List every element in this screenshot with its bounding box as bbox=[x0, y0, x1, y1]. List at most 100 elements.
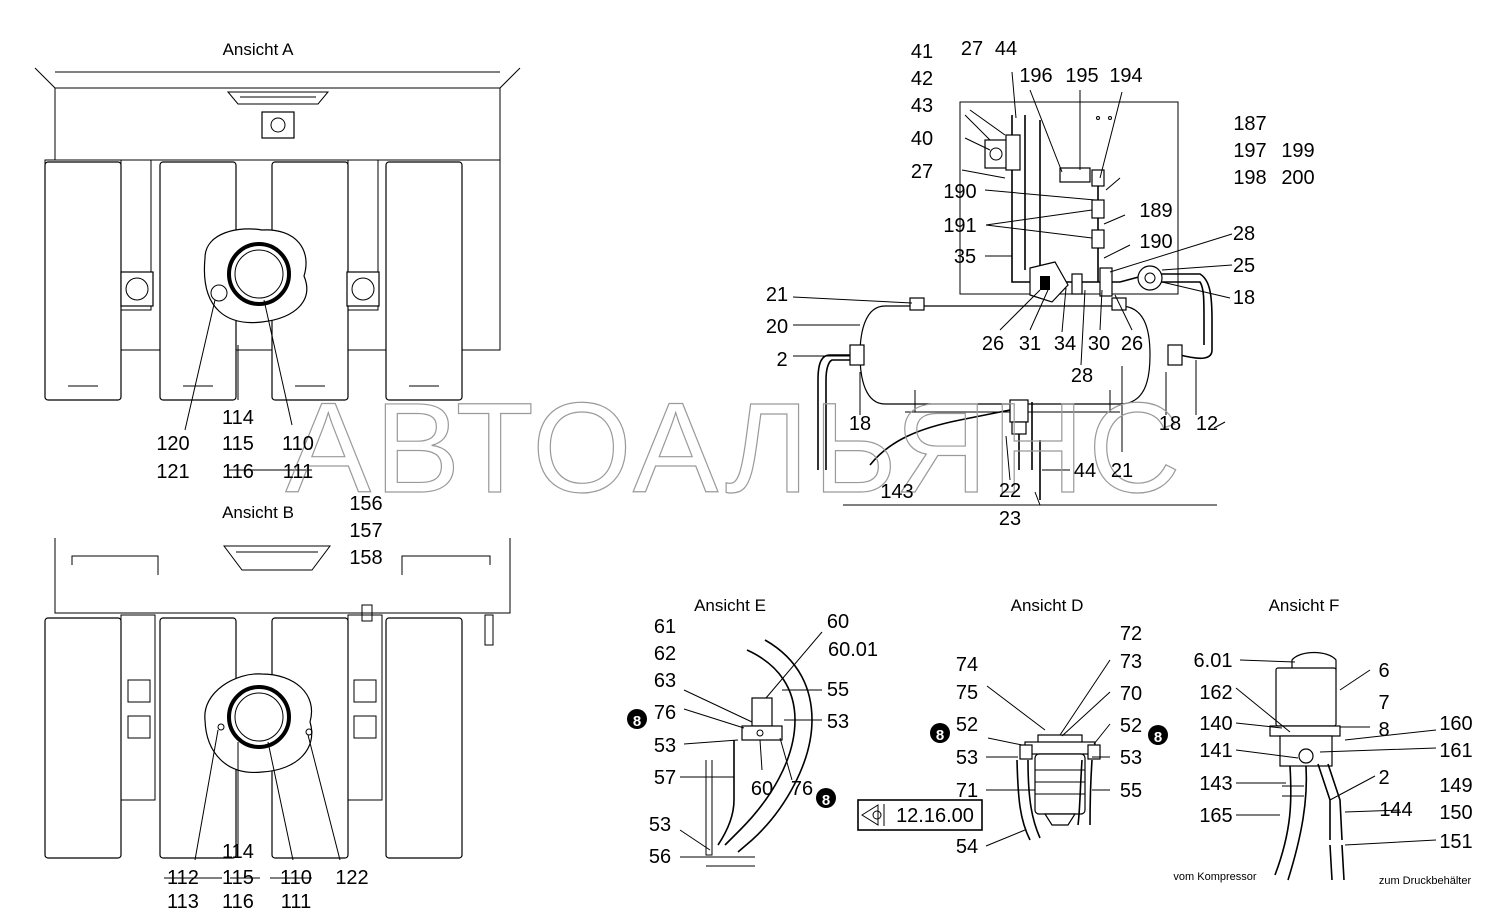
part-number-label: 197 bbox=[1233, 140, 1266, 162]
marker-d-left-text: 8 bbox=[936, 727, 944, 744]
part-number-label: 62 bbox=[654, 643, 676, 665]
part-number-label: 158 bbox=[349, 547, 382, 569]
part-number-label: 7 bbox=[1378, 692, 1389, 714]
part-number-label: 26 bbox=[1121, 333, 1143, 355]
part-number-label: 60 bbox=[827, 611, 849, 633]
part-number-label: 143 bbox=[1199, 773, 1232, 795]
part-number-label: 22 bbox=[999, 480, 1021, 502]
part-number-label: 42 bbox=[911, 68, 933, 90]
part-number-label: 196 bbox=[1019, 65, 1052, 87]
part-number-label: 75 bbox=[956, 682, 978, 704]
view-a-drawing: Ansicht A bbox=[34, 40, 521, 471]
part-number-label: 2 bbox=[776, 349, 787, 371]
part-number-label: 21 bbox=[766, 284, 788, 306]
part-number-label: 73 bbox=[1120, 651, 1142, 673]
labels-view-a: 120 121 114 115 116 110 111 bbox=[156, 407, 314, 483]
part-number-label: 41 bbox=[911, 41, 933, 63]
part-number-label: 27 bbox=[961, 38, 983, 60]
part-number-label: 144 bbox=[1379, 799, 1412, 821]
part-number-label: 70 bbox=[1120, 683, 1142, 705]
part-number-label: 111 bbox=[283, 461, 313, 483]
part-number-label: 120 bbox=[156, 433, 189, 455]
part-number-label: 18 bbox=[1159, 413, 1181, 435]
part-number-label: 28 bbox=[1071, 365, 1093, 387]
view-d-title: Ansicht D bbox=[1011, 596, 1084, 615]
part-number-label: 53 bbox=[827, 711, 849, 733]
note-to-tank: zum Druckbehälter bbox=[1379, 875, 1472, 887]
main-assembly-drawing bbox=[817, 101, 1217, 506]
part-number-label: 189 bbox=[1139, 200, 1172, 222]
labels-view-f: 6.01 162 140 141 143 165 6 7 8 160 161 2… bbox=[1194, 650, 1473, 853]
part-number-label: 161 bbox=[1439, 740, 1472, 762]
part-number-label: 18 bbox=[1233, 287, 1255, 309]
part-number-label: 115 bbox=[222, 867, 254, 889]
part-number-label: 30 bbox=[1088, 333, 1110, 355]
part-number-label: 110 bbox=[280, 867, 312, 889]
marker-e-right-text: 8 bbox=[822, 792, 830, 809]
part-number-label: 200 bbox=[1281, 167, 1314, 189]
reference-box-label: 12.16.00 bbox=[896, 805, 974, 827]
part-number-label: 52 bbox=[1120, 715, 1142, 737]
view-b-drawing: Ansicht B bbox=[44, 503, 511, 879]
part-number-label: 21 bbox=[1111, 460, 1133, 482]
labels-main-assembly: 41 42 43 40 27 44 27 196 195 194 187 197… bbox=[766, 38, 1315, 530]
part-number-label: 112 bbox=[167, 867, 199, 889]
part-number-label: 143 bbox=[880, 481, 913, 503]
part-number-label: 54 bbox=[956, 836, 978, 858]
part-number-label: 198 bbox=[1233, 167, 1266, 189]
part-number-label: 199 bbox=[1281, 140, 1314, 162]
part-number-label: 114 bbox=[222, 841, 254, 863]
part-number-label: 40 bbox=[911, 128, 933, 150]
part-number-label: 113 bbox=[167, 891, 199, 910]
part-number-label: 110 bbox=[282, 433, 314, 455]
part-number-label: 74 bbox=[956, 654, 978, 676]
labels-view-d: 74 75 52 53 71 54 72 73 70 52 53 55 bbox=[956, 623, 1142, 858]
part-number-label: 53 bbox=[1120, 747, 1142, 769]
part-number-label: 141 bbox=[1199, 740, 1232, 762]
part-number-label: 114 bbox=[222, 407, 254, 429]
marker-d-right bbox=[1148, 725, 1168, 745]
part-number-label: 195 bbox=[1065, 65, 1098, 87]
part-number-label: 191 bbox=[943, 215, 976, 237]
labels-view-e: 61 62 63 76 53 57 53 56 60 60.01 55 53 6… bbox=[649, 611, 878, 868]
part-number-label: 165 bbox=[1199, 805, 1232, 827]
marker-d-left bbox=[930, 723, 950, 743]
reference-box: 12.16.00 bbox=[857, 799, 983, 831]
part-number-label: 121 bbox=[156, 461, 189, 483]
part-number-label: 18 bbox=[849, 413, 871, 435]
part-number-label: 2 bbox=[1378, 767, 1389, 789]
note-from-compressor: vom Kompressor bbox=[1173, 871, 1256, 883]
part-number-label: 122 bbox=[335, 867, 368, 889]
part-number-label: 157 bbox=[349, 520, 382, 542]
part-number-label: 6.01 bbox=[1194, 650, 1233, 672]
part-number-label: 151 bbox=[1439, 831, 1472, 853]
part-number-label: 71 bbox=[956, 780, 978, 802]
part-number-label: 60.01 bbox=[828, 639, 878, 661]
labels-view-b: 156 157 158 112 113 114 115 116 110 111 … bbox=[167, 493, 383, 913]
part-number-label: 111 bbox=[281, 891, 311, 910]
part-number-label: 23 bbox=[999, 508, 1021, 530]
part-number-label: 55 bbox=[1120, 780, 1142, 802]
part-number-label: 34 bbox=[1054, 333, 1076, 355]
part-number-label: 43 bbox=[911, 95, 933, 117]
part-number-label: 27 bbox=[911, 161, 933, 183]
part-number-label: 156 bbox=[349, 493, 382, 515]
part-number-label: 8 bbox=[1378, 719, 1389, 741]
part-number-label: 76 bbox=[791, 778, 813, 800]
view-b-title: Ansicht B bbox=[222, 503, 294, 522]
view-e-drawing: Ansicht E bbox=[694, 596, 813, 867]
callout-markers: 8 8 8 8 bbox=[627, 709, 1168, 809]
part-number-label: 28 bbox=[1233, 223, 1255, 245]
part-number-label: 76 bbox=[654, 702, 676, 724]
part-number-label: 72 bbox=[1120, 623, 1142, 645]
part-number-label: 187 bbox=[1233, 113, 1266, 135]
part-number-label: 60 bbox=[751, 778, 773, 800]
part-number-label: 190 bbox=[943, 181, 976, 203]
marker-e-right bbox=[816, 788, 836, 808]
part-number-label: 194 bbox=[1109, 65, 1142, 87]
part-number-label: 53 bbox=[956, 747, 978, 769]
part-number-label: 12 bbox=[1196, 413, 1218, 435]
view-d-drawing: Ansicht D bbox=[1011, 596, 1101, 841]
marker-e-left bbox=[627, 709, 647, 729]
part-number-label: 56 bbox=[649, 846, 671, 868]
